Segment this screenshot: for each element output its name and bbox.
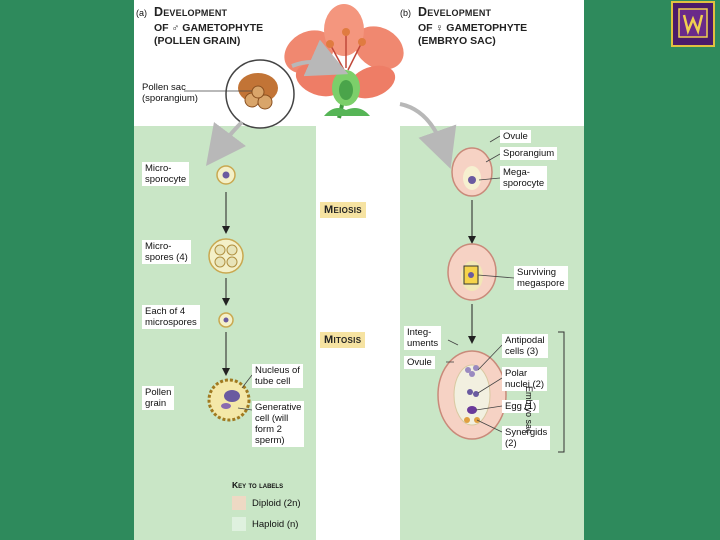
meiosis-label: Meiosis xyxy=(320,202,366,218)
microsporocyte-label: Micro- sporocyte xyxy=(142,162,190,186)
each-of-4-microspores-label: Each of 4 microspores xyxy=(142,305,200,329)
diploid-key-label: Diploid (2n) xyxy=(252,498,301,509)
pollen-grain-illustration xyxy=(207,378,251,422)
part-b-title: Development xyxy=(418,5,492,19)
university-crest-icon xyxy=(671,1,715,47)
flower-illustration xyxy=(284,4,404,119)
pollen-grain-label: Pollen grain xyxy=(142,386,175,410)
surviving-megaspore-label: Surviving megaspore xyxy=(514,266,568,290)
microspores-label: Micro- spores (4) xyxy=(142,240,191,264)
ovule-with-surviving-megaspore xyxy=(447,243,497,301)
haploid-key-label: Haploid (n) xyxy=(252,519,299,530)
sporangium-label: Sporangium xyxy=(500,147,558,160)
generative-cell-label: Generative cell (will form 2 sperm) xyxy=(252,401,305,447)
diagram-graphics xyxy=(184,4,565,531)
male-gametophyte-panel xyxy=(134,126,316,540)
key-title: Key to labels xyxy=(232,480,284,490)
mitosis-label: Mitosis xyxy=(320,332,366,348)
polar-nuclei-label: Polar nuclei (2) xyxy=(502,367,548,391)
nucleus-of-tube-cell-label: Nucleus of tube cell xyxy=(252,364,303,388)
mature-ovule-embryo-sac xyxy=(437,350,507,440)
antipodal-cells-label: Antipodal cells (3) xyxy=(502,334,548,358)
embryo-sac-bracket xyxy=(558,331,565,453)
megasporocyte-label: Mega- sporocyte xyxy=(500,166,548,190)
synergids-label: Synergids (2) xyxy=(502,426,551,450)
ovule-label-mature: Ovule xyxy=(404,356,435,369)
part-a-title: Development xyxy=(154,5,228,19)
egg-label: Egg (1) xyxy=(502,400,540,413)
part-a-marker: (a) xyxy=(136,8,147,18)
diploid-swatch xyxy=(232,496,246,510)
ovule-with-megasporocyte xyxy=(451,147,493,197)
embryo-sac-label: Embryo sac xyxy=(524,386,534,434)
haploid-swatch xyxy=(232,517,246,531)
part-b-marker: (b) xyxy=(400,8,411,18)
gametophyte-figure: (a) Development OF ♂ GAMETOPHYTE (POLLEN… xyxy=(134,0,584,540)
part-a-subtitle: OF ♂ GAMETOPHYTE (POLLEN GRAIN) xyxy=(154,22,264,47)
part-b-subtitle: OF ♀ GAMETOPHYTE (EMBRYO SAC) xyxy=(418,22,528,47)
ovule-label: Ovule xyxy=(500,130,531,143)
microspores-tetrad xyxy=(208,238,244,274)
pollen-sac-label: Pollen sac (sporangium) xyxy=(142,82,198,104)
integuments-label: Integ- uments xyxy=(404,326,442,350)
